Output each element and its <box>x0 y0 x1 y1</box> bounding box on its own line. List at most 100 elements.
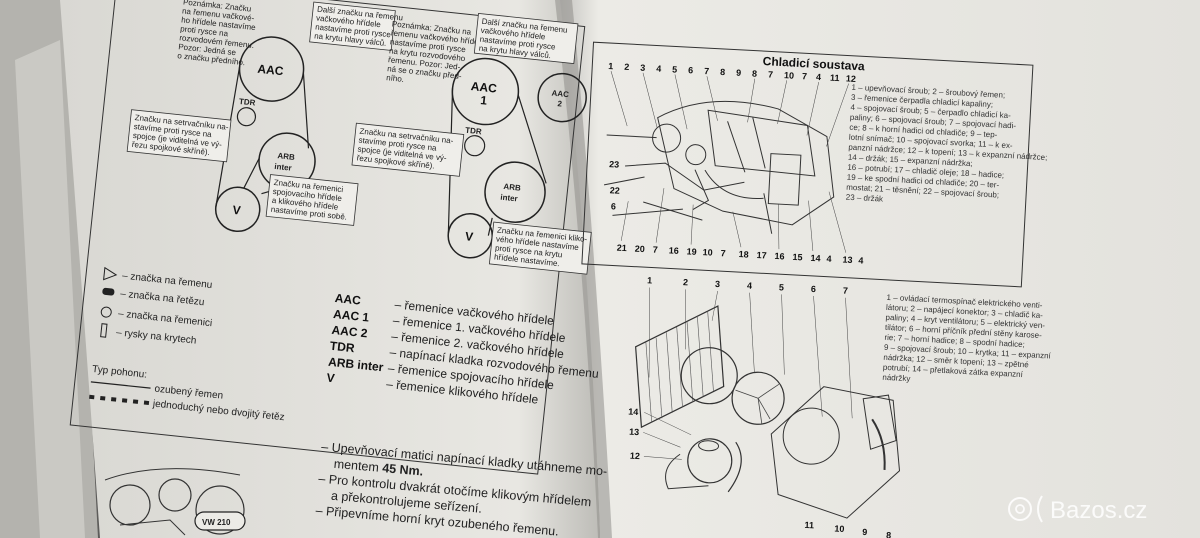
svg-text:1: 1 <box>608 61 614 71</box>
caption-cooling-parts: 1 – upevňovací šroub; 2 – šroubový řemen… <box>846 83 1051 212</box>
svg-text:10: 10 <box>702 247 713 258</box>
caption-radiator-parts: 1 – ovládací termospínač elektrického ve… <box>882 293 1054 391</box>
note-box-8: Značku na řemenici kliko-vého hřídele na… <box>488 221 592 275</box>
svg-text:1: 1 <box>647 275 653 285</box>
svg-text:13: 13 <box>842 255 853 266</box>
svg-text:VW 210: VW 210 <box>202 518 231 527</box>
svg-text:mentem 45 Nm.: mentem 45 Nm. <box>333 457 424 479</box>
svg-text:3: 3 <box>640 63 646 73</box>
svg-text:20: 20 <box>635 244 646 255</box>
svg-text:TDR: TDR <box>239 97 257 108</box>
watermark: Bazos.cz <box>1008 495 1147 524</box>
svg-text:11: 11 <box>830 73 840 83</box>
svg-text:1 – upevňovací šroub; 2 – šrou: 1 – upevňovací šroub; 2 – šroubový řemen… <box>846 83 1051 212</box>
svg-text:4: 4 <box>747 281 753 291</box>
figure-title: Chladicí soustava <box>762 54 865 73</box>
svg-text:18: 18 <box>738 249 749 260</box>
right-page <box>560 0 1200 538</box>
callout-numbers-left: 23 22 6 <box>609 159 621 211</box>
engine-sketch <box>603 100 835 234</box>
svg-text:6: 6 <box>811 284 817 294</box>
svg-text:9: 9 <box>736 68 742 78</box>
svg-text:4: 4 <box>816 72 822 82</box>
note-box-5: Značku na setrvačníku na-stavíme proti r… <box>126 109 232 163</box>
svg-text:2: 2 <box>557 99 563 108</box>
svg-text:AAC 1: AAC 1 <box>333 307 371 325</box>
callout-numbers-bottom: 21 20 7 16 19 10 7 18 17 16 15 14 4 13 4 <box>617 243 864 266</box>
note-box-1: Poznámka: Značkuna řemenu vačkové-ho hří… <box>177 0 257 67</box>
svg-text:7: 7 <box>802 71 808 81</box>
svg-text:4: 4 <box>858 255 864 265</box>
svg-text:11: 11 <box>804 520 814 530</box>
svg-text:1: 1 <box>480 93 488 108</box>
svg-text:15: 15 <box>792 252 803 263</box>
svg-text:8: 8 <box>720 67 726 77</box>
figure-frame <box>581 41 1034 288</box>
svg-text:ARB inter: ARB inter <box>328 355 385 375</box>
svg-text:V: V <box>326 371 335 386</box>
belt-mark-icon <box>103 266 118 281</box>
svg-text:3: 3 <box>715 279 721 289</box>
svg-text:AAC: AAC <box>257 62 285 79</box>
svg-text:TDR: TDR <box>465 126 483 137</box>
svg-text:4: 4 <box>826 254 832 264</box>
svg-text:ARB: ARB <box>277 151 295 162</box>
svg-text:13: 13 <box>629 427 640 438</box>
abbreviation-list: AAC – řemenice vačkového hřídele AAC 1 –… <box>326 291 599 407</box>
note-box-3: Poznámka: Značku nařemenu vačkového hříd… <box>386 19 486 84</box>
callout-numbers-top: 1 2 3 4 5 6 7 8 9 8 7 10 7 4 11 12 <box>608 61 856 84</box>
note-box-7: Značku na řemenicispojovacího hřídelea k… <box>265 174 359 226</box>
svg-text:Značku na řemenici kliko-vého: Značku na řemenici kliko-vého hřídele na… <box>494 226 588 271</box>
svg-text:AAC 2: AAC 2 <box>331 323 369 341</box>
svg-text:2: 2 <box>624 62 630 72</box>
svg-text:Značku na setrvačníku na-staví: Značku na setrvačníku na-stavíme proti r… <box>131 113 229 159</box>
tdr1-pulley <box>464 135 486 157</box>
svg-text:TDR: TDR <box>329 339 355 356</box>
svg-text:inter: inter <box>274 162 292 173</box>
svg-text:19: 19 <box>686 246 697 257</box>
cover-mark-icon <box>100 323 108 338</box>
svg-text:8: 8 <box>752 69 758 79</box>
note-box-6: Značku na setrvačníku na-stavíme proti r… <box>351 122 465 177</box>
svg-text:7: 7 <box>843 286 849 296</box>
svg-text:21: 21 <box>617 243 628 254</box>
fig2-top-numbers: 1 2 3 4 5 6 7 <box>647 275 848 296</box>
svg-text:16: 16 <box>774 251 785 262</box>
svg-text:10: 10 <box>834 523 845 534</box>
svg-text:17: 17 <box>756 250 767 261</box>
tdr-pulley <box>236 107 257 127</box>
svg-text:7: 7 <box>720 248 726 258</box>
svg-text:14: 14 <box>628 407 639 418</box>
svg-text:22: 22 <box>610 185 621 196</box>
svg-text:AAC: AAC <box>470 79 498 96</box>
svg-text:8: 8 <box>886 530 892 538</box>
svg-text:V: V <box>464 229 473 244</box>
svg-text:V: V <box>232 203 241 218</box>
svg-text:AAC: AAC <box>334 291 362 308</box>
arb2-pulley <box>484 161 546 223</box>
fig2-bottom-numbers: 11 10 9 8 <box>804 520 892 538</box>
svg-text:6: 6 <box>611 201 617 211</box>
svg-text:9: 9 <box>862 527 868 537</box>
note-box-2: Další značku na řemenuvačkového hřídelen… <box>309 1 403 51</box>
at-sign-icon <box>1008 497 1032 521</box>
svg-text:5: 5 <box>672 64 678 74</box>
pulley-mark-icon <box>100 306 112 318</box>
svg-text:23: 23 <box>609 159 620 170</box>
svg-text:AAC: AAC <box>551 88 569 99</box>
svg-text:7: 7 <box>768 69 774 79</box>
svg-text:ARB: ARB <box>503 182 521 193</box>
radiator-figure: 1 2 3 4 5 6 7 <box>628 275 901 538</box>
tool-sketch: VW 210 <box>104 468 246 536</box>
svg-text:Bazos.cz: Bazos.cz <box>1050 497 1147 524</box>
cooling-system-page: Chladicí soustava 1 2 3 4 5 6 7 8 9 8 7 … <box>581 41 1054 538</box>
svg-text:12: 12 <box>846 73 857 84</box>
svg-text:16: 16 <box>668 245 679 256</box>
svg-text:12: 12 <box>630 451 641 462</box>
svg-text:6: 6 <box>688 65 694 75</box>
svg-text:1 – ovládací termospínač elekt: 1 – ovládací termospínač elektrického ve… <box>882 293 1054 391</box>
svg-text:10: 10 <box>784 70 795 81</box>
aac2-pulley <box>537 72 587 123</box>
